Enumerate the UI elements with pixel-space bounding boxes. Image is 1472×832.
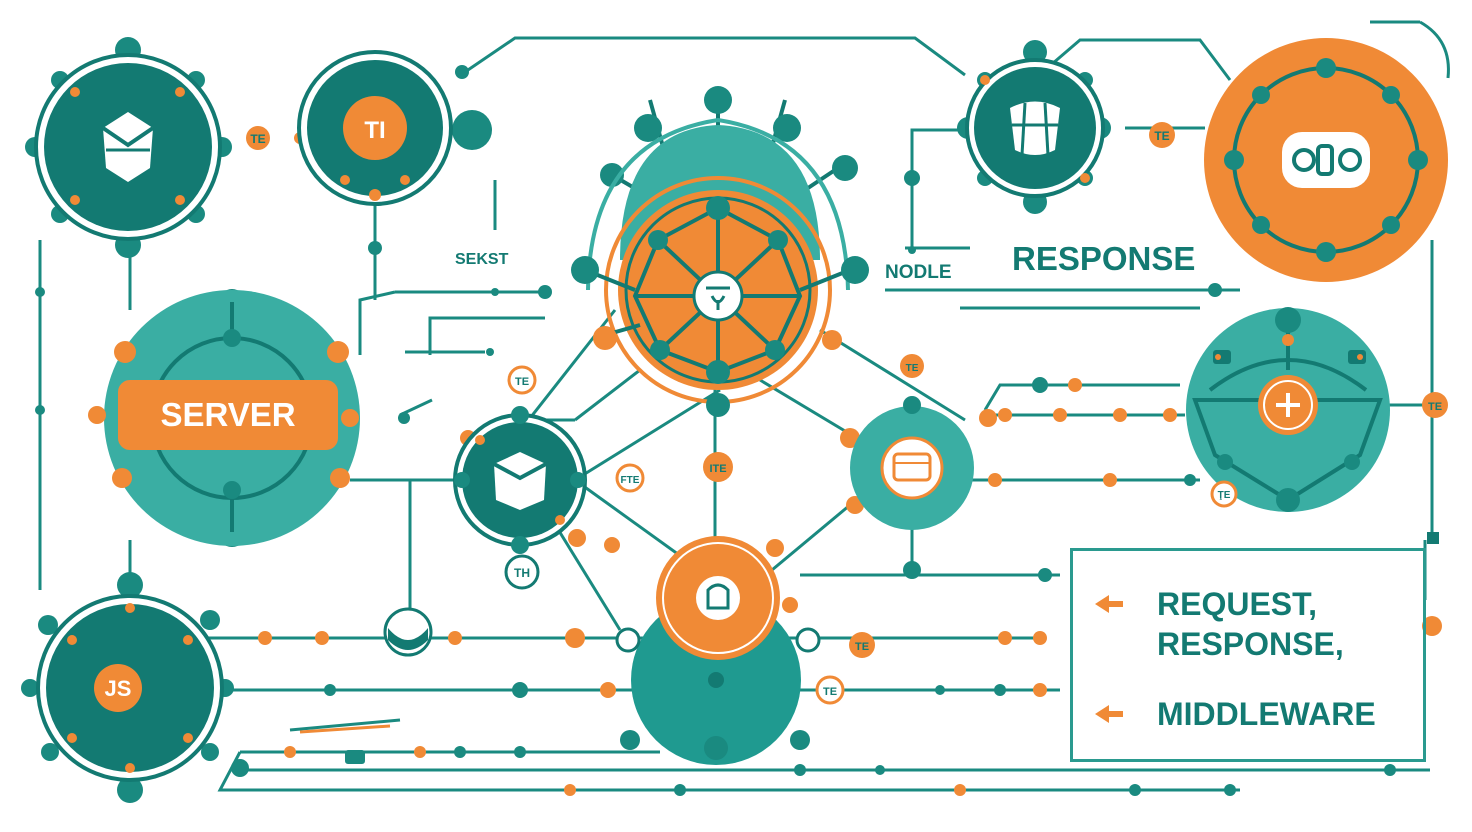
node-mid-left bbox=[453, 406, 587, 554]
left-arrow-icon bbox=[1091, 585, 1131, 623]
node-server: SERVER bbox=[88, 289, 360, 547]
tag-ti-center: TI bbox=[364, 117, 385, 144]
node-small-outline bbox=[383, 607, 433, 657]
tag-te-6: TE bbox=[906, 363, 919, 374]
tag-te-5: TE bbox=[823, 686, 837, 698]
left-arrow-icon bbox=[1091, 695, 1131, 733]
legend-item-response: RESPONSE, bbox=[1157, 626, 1344, 662]
connection-lines bbox=[38, 20, 1450, 792]
label-js: JS bbox=[105, 676, 132, 701]
label-nodle: NODLE bbox=[885, 262, 952, 283]
tag-te-7: ŢE bbox=[1218, 490, 1231, 501]
tag-te-1: TE bbox=[250, 132, 265, 146]
node-bottom-center bbox=[615, 536, 821, 765]
node-top-second: TI bbox=[294, 50, 492, 206]
tag-te-4: TE bbox=[855, 641, 869, 653]
node-right-plus bbox=[1186, 307, 1390, 512]
legend-item-middleware: MIDDLEWARE bbox=[1157, 696, 1376, 732]
legend-row-request: REQUEST, bbox=[1091, 585, 1317, 623]
label-response: RESPONSE bbox=[1012, 240, 1195, 277]
tag-te-8: TE bbox=[1428, 401, 1442, 413]
tag-th: TH bbox=[514, 566, 530, 580]
node-top-left bbox=[25, 37, 232, 258]
label-server: SERVER bbox=[160, 396, 295, 433]
junction-dots bbox=[35, 65, 1442, 796]
node-central-hub bbox=[571, 86, 869, 417]
node-top-right-orange bbox=[1204, 38, 1448, 282]
legend-row-response: RESPONSE, bbox=[1091, 625, 1344, 663]
legend-row-middleware: MIDDLEWARE bbox=[1091, 695, 1376, 733]
tag-fte: FTE bbox=[621, 475, 640, 486]
legend-item-request: REQUEST, bbox=[1157, 586, 1318, 622]
tag-te-2: TE bbox=[1154, 129, 1169, 143]
legend-box: REQUEST, RESPONSE, MIDDLEWARE bbox=[1070, 548, 1426, 762]
tag-ite: ITE bbox=[709, 463, 726, 475]
node-mid-right bbox=[850, 396, 974, 530]
tag-te-3: TE bbox=[515, 376, 529, 388]
label-sekst: SEKST bbox=[455, 251, 509, 268]
node-js: JS bbox=[21, 572, 234, 803]
node-top-right-teal bbox=[957, 40, 1111, 214]
